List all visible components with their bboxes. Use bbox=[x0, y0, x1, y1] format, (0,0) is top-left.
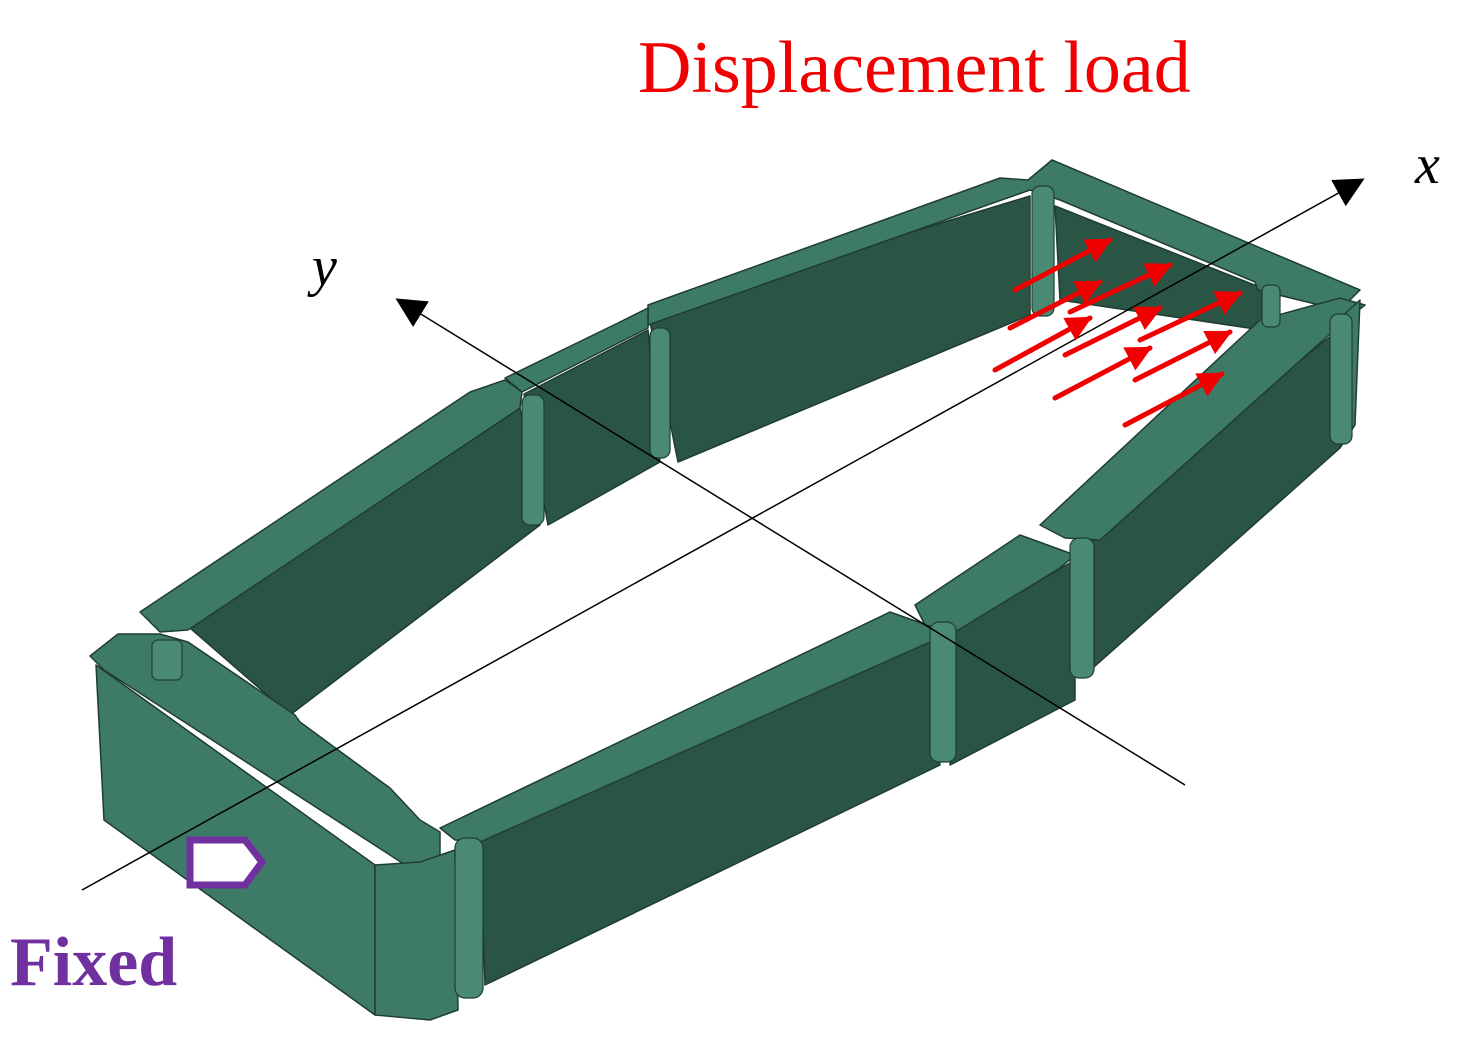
joint-post bbox=[1329, 313, 1353, 445]
load-arrow bbox=[1122, 371, 1225, 428]
joint-post bbox=[454, 837, 484, 999]
wall-top bbox=[139, 379, 523, 633]
joint-post bbox=[929, 621, 957, 763]
joint-posts bbox=[151, 185, 1353, 999]
wall-outer-face bbox=[374, 849, 459, 1021]
wall-top bbox=[647, 159, 1361, 326]
displacement-load-arrows bbox=[992, 237, 1243, 428]
joint-post bbox=[649, 327, 671, 459]
frame-back-top bbox=[89, 159, 1361, 869]
wall-outer-face bbox=[479, 639, 941, 986]
load-arrow bbox=[1007, 279, 1103, 331]
axis-x-label: x bbox=[1414, 134, 1440, 196]
coordinate-axes: x y bbox=[81, 134, 1440, 891]
load-arrow bbox=[1067, 262, 1173, 315]
load-arrow bbox=[1132, 329, 1233, 383]
joint-post bbox=[1261, 284, 1281, 328]
joint-post bbox=[1069, 537, 1095, 679]
y-axis-line bbox=[395, 298, 1186, 786]
frame-back-walls bbox=[189, 195, 1263, 716]
joint-post bbox=[521, 394, 545, 526]
load-arrow bbox=[1052, 345, 1153, 401]
x-axis-line bbox=[81, 178, 1365, 891]
frame-front-walls bbox=[95, 297, 1366, 1021]
load-arrow bbox=[992, 315, 1093, 373]
joint-post bbox=[1031, 185, 1055, 317]
fixed-label: Fixed bbox=[10, 924, 177, 1001]
load-arrow bbox=[1012, 237, 1113, 293]
load-arrow bbox=[1062, 305, 1163, 358]
displacement-load-label: Displacement load bbox=[638, 27, 1191, 109]
axis-y-label: y bbox=[307, 236, 337, 298]
load-arrow bbox=[1137, 290, 1243, 343]
fixed-support bbox=[186, 836, 267, 889]
joint-post bbox=[151, 639, 183, 681]
pentagon-boundary-condition-icon bbox=[186, 836, 267, 889]
